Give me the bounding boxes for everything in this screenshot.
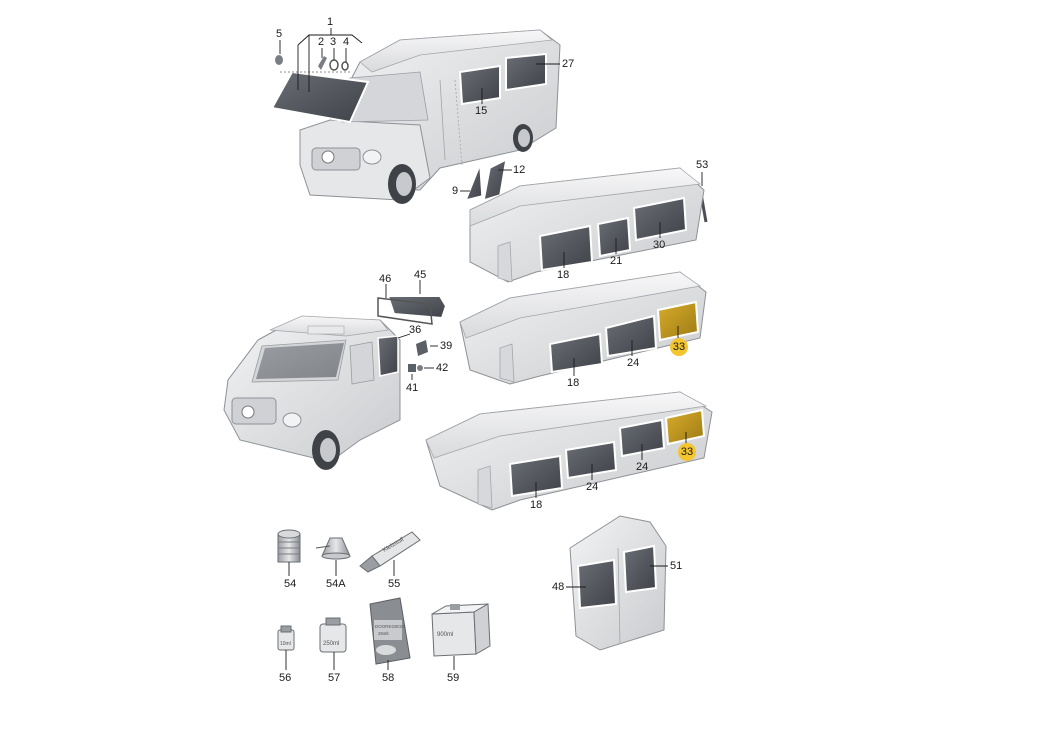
pouch-58: DOOREGIESS 25stk xyxy=(369,597,411,665)
part-4-shape xyxy=(341,61,349,71)
windshield-glass xyxy=(270,70,370,124)
part-2-shape xyxy=(318,56,327,70)
spool-54a xyxy=(315,537,351,560)
pouch-label-2: 25stk xyxy=(378,631,390,636)
part-5-shape xyxy=(275,55,283,65)
pouch-label-1: DOOREGIESS xyxy=(375,624,405,629)
callout-58: 58 xyxy=(382,672,395,684)
callout-4: 4 xyxy=(343,36,350,48)
callout-33-lower: 33 xyxy=(678,443,696,461)
callout-2: 2 xyxy=(318,36,325,48)
can-59: 900ml xyxy=(431,603,491,657)
callout-18-a: 18 xyxy=(557,269,570,281)
callout-18-b: 18 xyxy=(567,377,580,389)
callout-55: 55 xyxy=(388,578,401,590)
part-3-shape xyxy=(329,59,339,71)
bottle-56: 10ml xyxy=(277,625,295,651)
spool-54 xyxy=(277,529,301,563)
callout-53: 53 xyxy=(696,159,709,171)
callout-51: 51 xyxy=(670,560,683,572)
bottle-57: 250ml xyxy=(319,617,347,653)
callout-33-upper: 33 xyxy=(670,338,688,356)
side-body-3 xyxy=(425,391,713,511)
callout-18-c: 18 xyxy=(530,499,543,511)
callout-42: 42 xyxy=(436,362,449,374)
callout-45: 45 xyxy=(414,269,427,281)
callout-5: 5 xyxy=(276,28,283,40)
callout-41: 41 xyxy=(406,382,419,394)
side-body-2 xyxy=(459,271,707,385)
pillar-glass-9 xyxy=(464,164,483,202)
callout-1: 1 xyxy=(327,16,334,28)
callout-39: 39 xyxy=(440,340,453,352)
van-top xyxy=(299,29,561,204)
rear-cab-seal-46 xyxy=(377,297,433,325)
callout-24-a: 24 xyxy=(627,357,640,369)
side-body-1 xyxy=(469,167,705,283)
callout-15: 15 xyxy=(475,105,488,117)
callout-54a: 54A xyxy=(326,578,346,590)
part-41-shape xyxy=(408,364,416,372)
callout-3: 3 xyxy=(330,36,337,48)
callout-24-b: 24 xyxy=(636,461,649,473)
callout-56: 56 xyxy=(279,672,292,684)
callout-30: 30 xyxy=(653,239,666,251)
callout-59: 59 xyxy=(447,672,460,684)
callout-24-c: 24 xyxy=(586,481,599,493)
callout-9: 9 xyxy=(452,185,459,197)
callout-36: 36 xyxy=(409,324,422,336)
callout-46: 46 xyxy=(379,273,392,285)
van-cab xyxy=(223,315,401,470)
callout-48: 48 xyxy=(552,581,565,593)
part-39-shape xyxy=(416,340,428,356)
highlighted-window-33-lower xyxy=(664,408,706,446)
part-42-shape xyxy=(417,365,423,371)
callout-57: 57 xyxy=(328,672,341,684)
callout-12: 12 xyxy=(513,164,526,176)
can-label: 900ml xyxy=(437,632,453,638)
adhesive-tube-55: Klebstoff xyxy=(359,531,421,573)
callout-27: 27 xyxy=(562,58,575,70)
rear-cab-glass-45 xyxy=(386,295,448,320)
highlighted-window-33-upper xyxy=(656,300,700,342)
callout-21: 21 xyxy=(610,255,623,267)
callout-54: 54 xyxy=(284,578,297,590)
rear-doors xyxy=(569,515,667,651)
bottle-57-label: 250ml xyxy=(323,641,339,647)
bottle-56-label: 10ml xyxy=(280,641,291,647)
